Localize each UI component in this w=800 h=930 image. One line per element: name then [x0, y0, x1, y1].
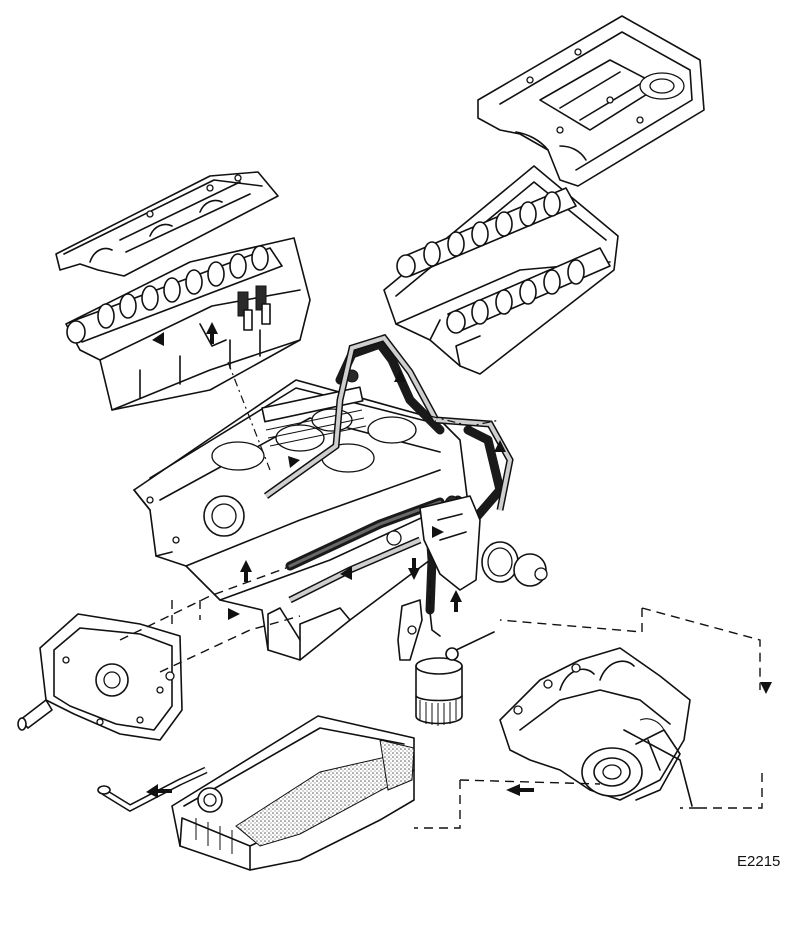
oil-filter-adapter	[397, 599, 441, 661]
arrow-down-2	[760, 682, 772, 694]
oil-filter	[415, 631, 495, 726]
right-camshaft-upper	[396, 187, 577, 278]
arrow-up-2	[240, 560, 252, 572]
arrow-up-5	[394, 370, 406, 382]
valve-springs	[237, 285, 271, 331]
left-camshaft	[66, 245, 283, 344]
figure-reference-code: E2215	[737, 853, 781, 870]
turbo-manifold-assembly	[499, 647, 693, 807]
arrow-right-1	[228, 608, 240, 620]
arrow-right-2	[432, 526, 444, 538]
arrow-down-1	[408, 568, 420, 580]
arrow-left-2	[146, 784, 158, 798]
oil-pump-seal-ring	[481, 541, 548, 587]
front-timing-cover	[17, 613, 183, 741]
right-camshaft-cover	[477, 15, 705, 187]
arrow-up-1	[206, 322, 218, 334]
left-camshaft-cover	[55, 171, 279, 277]
arrow-left-1	[506, 784, 520, 796]
arrow-up-3	[450, 590, 462, 602]
engine-block	[133, 379, 471, 661]
arrow-left-4	[152, 332, 164, 346]
oil-flow-return-lines	[119, 361, 763, 829]
arrow-up-4	[494, 440, 506, 452]
right-cylinder-head	[383, 165, 619, 375]
arrow-right-3	[288, 456, 300, 468]
right-camshaft-lower	[446, 247, 611, 334]
flow-arrows	[146, 322, 772, 798]
oil-pan	[171, 715, 415, 871]
arrow-left-3	[340, 566, 352, 580]
oil-pump-body	[419, 495, 481, 591]
left-cylinder-head	[65, 237, 311, 411]
